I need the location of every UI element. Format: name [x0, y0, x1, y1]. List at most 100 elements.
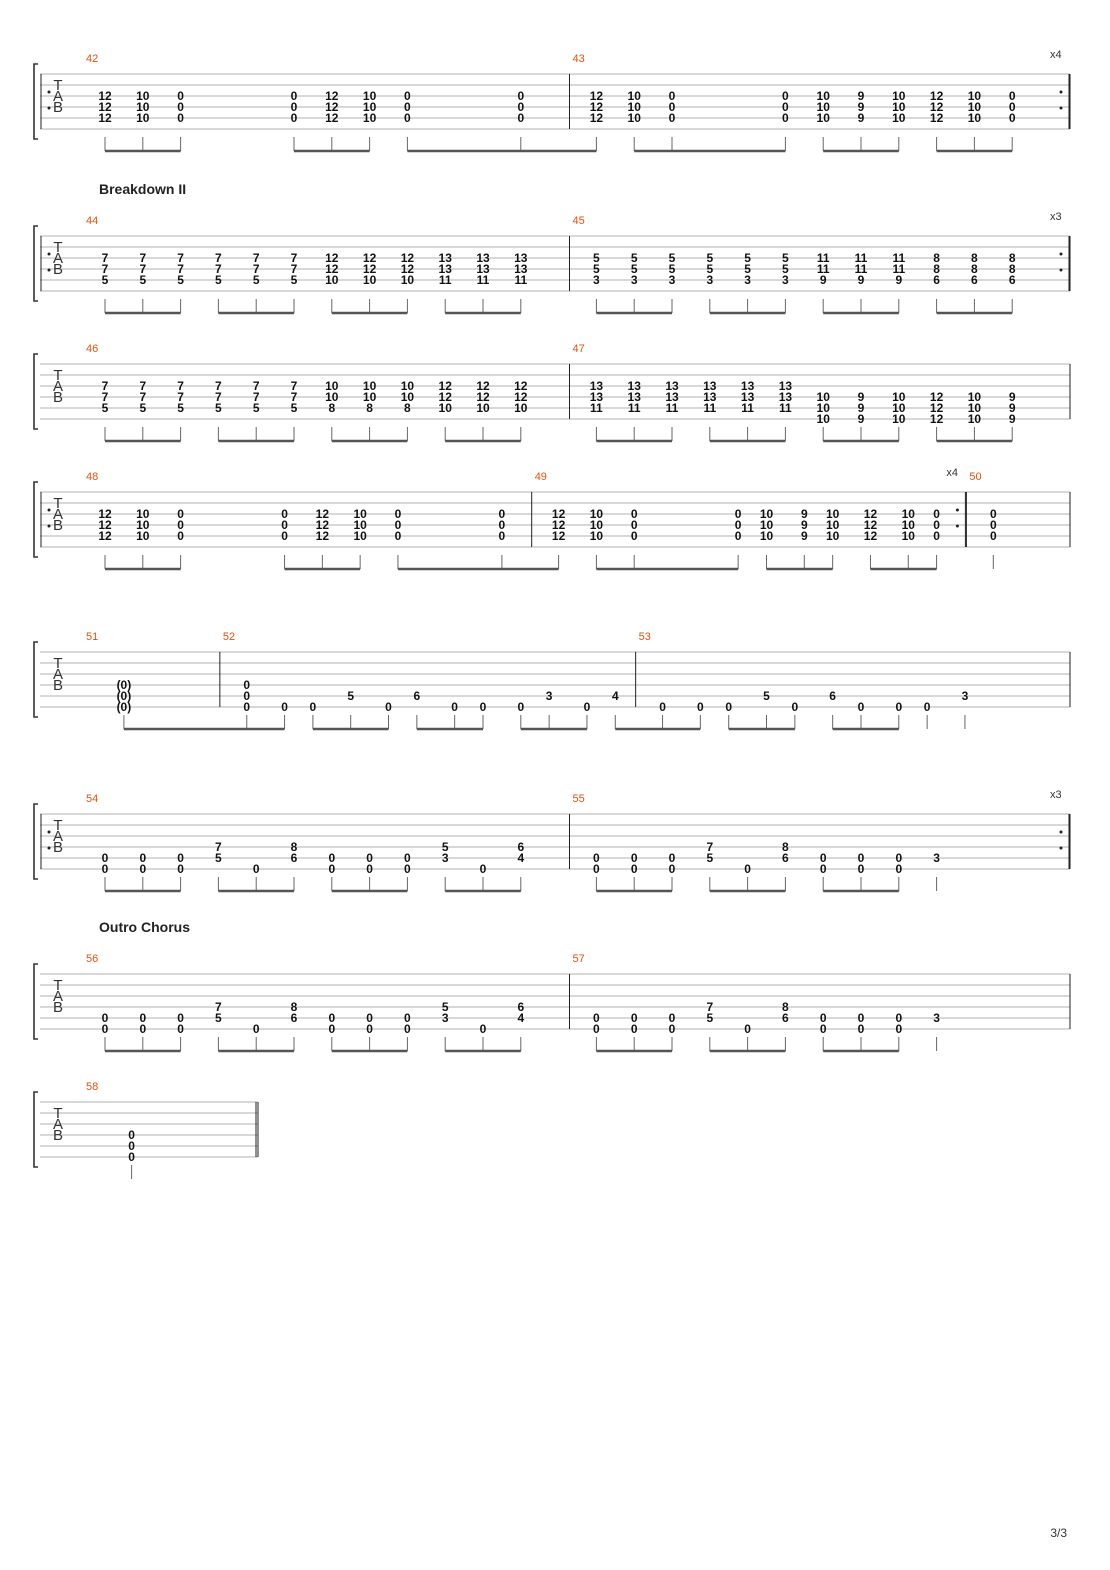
fret-number: 8 [782, 1000, 789, 1014]
fret-number: 0 [177, 89, 184, 103]
fret-number: 12 [363, 262, 377, 276]
fret-number: 9 [858, 412, 865, 426]
fret-number: 5 [782, 251, 789, 265]
fret-number: 0 [243, 689, 250, 703]
fret-number: 12 [439, 390, 453, 404]
fret-number: 10 [401, 379, 415, 393]
fret-number: 5 [177, 273, 184, 287]
system-bracket [33, 225, 38, 302]
fret-number: 0 [593, 1022, 600, 1036]
fret-number: 10 [136, 529, 150, 543]
fret-number: 10 [590, 529, 604, 543]
measure-number: 55 [573, 793, 585, 805]
system-bracket [33, 803, 38, 880]
tab-clef-letter: A [53, 378, 63, 395]
fret-number: 0 [243, 678, 250, 692]
measure-number: 46 [86, 343, 98, 355]
fret-number: 12 [439, 379, 453, 393]
fret-number: 12 [316, 529, 330, 543]
fret-number: 5 [291, 401, 298, 415]
fret-number: 7 [102, 390, 109, 404]
measure-number: 42 [86, 53, 98, 65]
fret-number: 0 [291, 111, 298, 125]
fret-number: 7 [291, 251, 298, 265]
fret-number: 10 [760, 507, 774, 521]
fret-number: 11 [741, 401, 754, 415]
repeat-dot [47, 524, 51, 528]
fret-number: 10 [760, 518, 774, 532]
fret-number: 0 [782, 111, 789, 125]
fret-number: 10 [628, 89, 642, 103]
fret-number: 10 [590, 518, 604, 532]
fret-number: 7 [706, 1000, 713, 1014]
fret-number: 12 [864, 518, 878, 532]
fret-number: 13 [590, 390, 604, 404]
fret-number: 11 [855, 262, 868, 276]
fret-number: 5 [706, 251, 713, 265]
fret-number: 0 [669, 1022, 676, 1036]
fret-number: 10 [401, 390, 415, 404]
fret-number: 10 [817, 111, 831, 125]
fret-number: 12 [98, 529, 112, 543]
fret-number: 0 [253, 1022, 260, 1036]
fret-number: 0 [366, 1011, 373, 1025]
fret-number: 0 [366, 851, 373, 865]
fret-number: 5 [215, 401, 222, 415]
tab-clef-letter: B [53, 677, 63, 694]
tab-clef-letter: A [53, 828, 63, 845]
fret-number: 0 [291, 89, 298, 103]
fret-number: 11 [439, 273, 452, 287]
fret-number: 7 [215, 251, 222, 265]
fret-number: 0 [631, 1011, 638, 1025]
fret-number: 0 [990, 507, 997, 521]
fret-number: 12 [552, 529, 566, 543]
fret-number: 0 [782, 89, 789, 103]
fret-number: 12 [325, 100, 339, 114]
fret-number: 12 [930, 401, 944, 415]
fret-number: 7 [139, 251, 146, 265]
fret-number: 0 [177, 111, 184, 125]
fret-number: 7 [215, 379, 222, 393]
fret-number: 0 [404, 1022, 411, 1036]
page-number: 3/3 [1050, 1526, 1067, 1540]
fret-number: 0 [669, 1011, 676, 1025]
fret-number: 5 [593, 251, 600, 265]
repeat-dot [47, 830, 51, 834]
fret-number: 12 [401, 262, 415, 276]
fret-number: 13 [514, 251, 528, 265]
fret-number: 0 [1009, 89, 1016, 103]
fret-number: 0 [404, 1011, 411, 1025]
fret-number: 11 [817, 262, 830, 276]
fret-number: 12 [476, 390, 490, 404]
repeat-dot [47, 106, 51, 110]
fret-number: 3 [669, 273, 676, 287]
fret-number: 0 [669, 100, 676, 114]
fret-number: 0 [593, 862, 600, 876]
fret-number: 0 [631, 851, 638, 865]
fret-number: 0 [744, 1022, 751, 1036]
measure-number: 47 [573, 343, 585, 355]
fret-number: 9 [858, 89, 865, 103]
fret-number: 0 [858, 851, 865, 865]
fret-number: 10 [826, 507, 840, 521]
fret-number: 0 [820, 851, 827, 865]
fret-number: 0 [659, 700, 666, 714]
fret-number: 8 [1009, 251, 1016, 265]
fret-number: 7 [177, 390, 184, 404]
fret-number: 0 [177, 100, 184, 114]
section-label: Outro Chorus [99, 919, 190, 935]
fret-number: 12 [590, 89, 604, 103]
fret-number: 0 [480, 862, 487, 876]
fret-number: 11 [514, 273, 527, 287]
fret-number: 13 [703, 390, 717, 404]
fret-number: 0 [990, 518, 997, 532]
fret-number: 8 [933, 251, 940, 265]
fret-number: 5 [215, 851, 222, 865]
fret-number: 5 [102, 401, 109, 415]
fret-number: 5 [706, 1011, 713, 1025]
fret-number: 6 [1009, 273, 1016, 287]
fret-number: 0 [395, 518, 402, 532]
fret-number: 0 [139, 1022, 146, 1036]
fret-number: 0 [895, 851, 902, 865]
fret-number: 0 [385, 700, 392, 714]
